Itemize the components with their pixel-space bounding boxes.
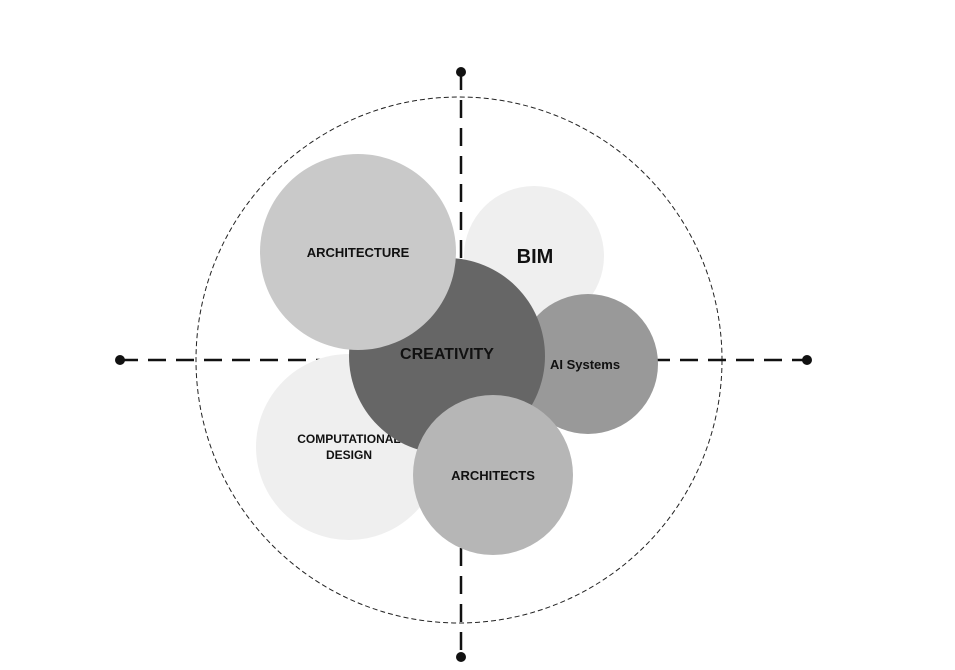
node-architects: ARCHITECTS [413, 395, 573, 555]
architects-circle [413, 395, 573, 555]
axis-endpoint-bottom [456, 652, 466, 662]
computational-design-label-line2: DESIGN [326, 448, 372, 462]
bim-label: BIM [517, 246, 554, 268]
node-ai-systems: AI Systems [518, 294, 658, 434]
architects-label: ARCHITECTS [451, 468, 535, 483]
ai-systems-label: AI Systems [550, 357, 620, 372]
axis-endpoint-right [802, 355, 812, 365]
ai-systems-circle [518, 294, 658, 434]
axis-endpoint-left [115, 355, 125, 365]
architecture-label: ARCHITECTURE [307, 245, 410, 260]
architecture-circle [260, 154, 456, 350]
axis-endpoint-top [456, 67, 466, 77]
node-architecture: ARCHITECTURE [260, 154, 456, 350]
creativity-label: CREATIVITY [400, 346, 494, 363]
computational-design-label-line1: COMPUTATIONAL [297, 432, 401, 446]
